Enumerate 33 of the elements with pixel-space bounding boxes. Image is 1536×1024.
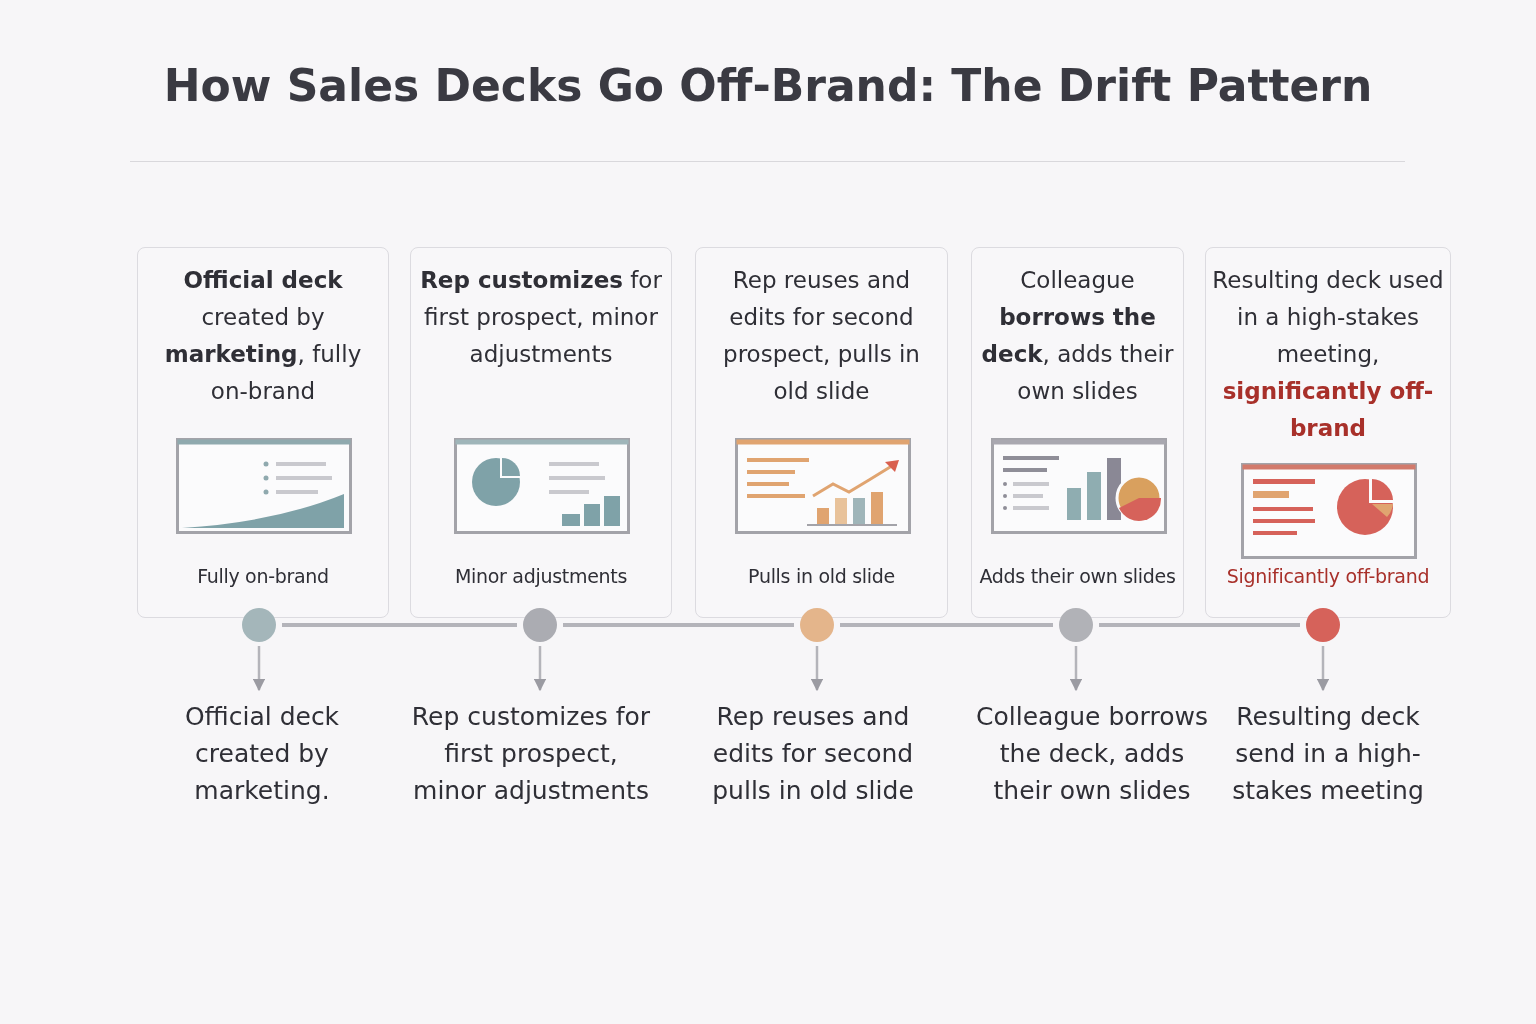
step-card: [695, 247, 948, 618]
diagram-title: How Sales Decks Go Off-Brand: The Drift Pattern: [162, 60, 1374, 111]
timeline-line: [840, 623, 1053, 627]
timeline-dot: [800, 608, 834, 642]
step-summary: Rep reuses and edits for second pulls in old slide: [693, 698, 933, 809]
arrow: [810, 646, 824, 692]
timeline-line: [282, 623, 517, 627]
arrow: [1069, 646, 1083, 692]
arrow: [252, 646, 266, 692]
step-description: Rep reuses and edits for second prospect, pulls in old slide: [722, 266, 921, 406]
step-description: Resulting deck used in a high-stakes meeting, significantly off-brand: [1212, 266, 1444, 443]
step-summary: Official deck created by marketing.: [142, 698, 382, 809]
step-description: Colleague borrows the deck, adds their own slides: [980, 266, 1175, 406]
step-card: [137, 247, 389, 618]
timeline-dot: [1059, 608, 1093, 642]
step-summary: Rep customizes for first prospect, minor adjustments: [406, 698, 656, 809]
step-caption: Significantly off-brand: [1225, 564, 1431, 589]
arrow: [533, 646, 547, 692]
step-caption: Minor adjustments: [453, 564, 629, 589]
step-caption: Fully on-brand: [196, 564, 330, 589]
arrow: [1316, 646, 1330, 692]
timeline-dot: [523, 608, 557, 642]
timeline-dot: [1306, 608, 1340, 642]
step-caption: Pulls in old slide: [747, 564, 896, 589]
step-caption: Adds their own slides: [978, 564, 1177, 589]
step-card: [410, 247, 672, 618]
step-card: [971, 247, 1184, 618]
step-description: Official deck created by marketing, fully on-brand: [163, 266, 363, 406]
timeline-line: [1099, 623, 1300, 627]
timeline-line: [563, 623, 794, 627]
step-description: Rep customizes for first prospect, minor adjustments: [419, 266, 663, 369]
timeline-dot: [242, 608, 276, 642]
step-card: [1205, 247, 1451, 618]
